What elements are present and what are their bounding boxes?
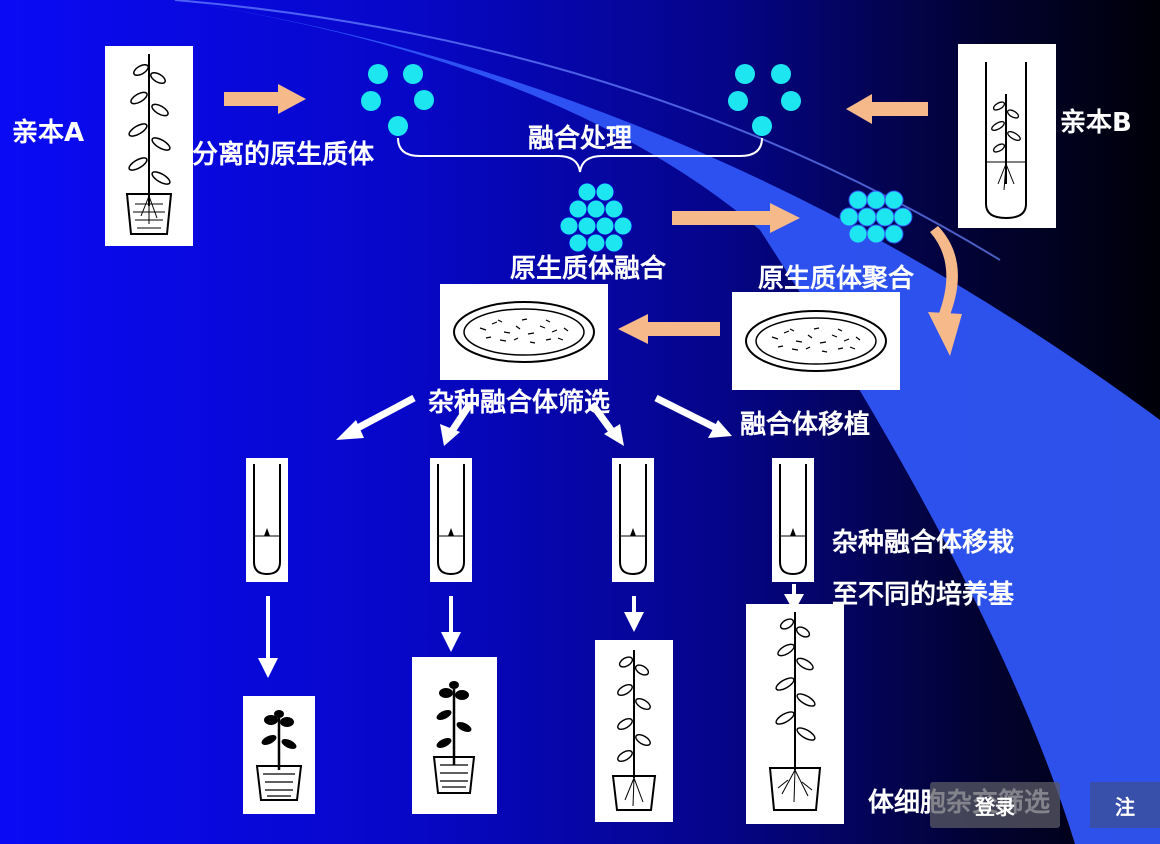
fusion-transplant-label: 融合体移植 — [740, 410, 871, 440]
protoplast-fusion-cluster — [559, 182, 633, 253]
isolated-protoplasts-label: 分离的原生质体 — [192, 140, 375, 170]
protoplast-group-left — [361, 64, 434, 136]
culture-tube-4 — [772, 458, 814, 582]
parent-a-plant-box — [105, 46, 193, 246]
culture-tube-2 — [430, 458, 472, 582]
protoplast-aggregation-label: 原生质体聚合 — [758, 264, 915, 294]
transplant-line1-label: 杂种融合体移栽 — [832, 528, 1015, 558]
growth-arrows — [258, 584, 804, 678]
hybrid-screening-label: 杂种融合体筛选 — [428, 388, 611, 418]
parent-b-label: 亲本B — [1060, 108, 1132, 138]
login-button[interactable]: 登录 — [930, 782, 1060, 828]
plant-icon — [611, 650, 657, 811]
parent-a-label: 亲本A — [12, 118, 85, 148]
culture-tube-1 — [246, 458, 288, 582]
petri-dish-icon — [453, 301, 595, 363]
test-tube-icon — [437, 464, 465, 576]
protoplast-group-right — [728, 64, 801, 136]
arrow-left-icon — [846, 94, 928, 124]
fusion-treatment-label: 融合处理 — [528, 124, 633, 154]
plant-icon — [125, 54, 173, 235]
result-plant-2 — [412, 657, 497, 814]
parent-b-tube-box — [958, 44, 1056, 228]
test-tube-icon — [779, 464, 807, 576]
arrow-right-icon — [672, 203, 800, 233]
result-plant-3 — [595, 640, 673, 822]
plant-icon — [255, 710, 303, 801]
curved-arrow-icon — [928, 226, 962, 356]
petri-dish-icon — [745, 310, 887, 372]
register-button[interactable]: 注 — [1090, 782, 1160, 828]
test-tube-icon — [619, 464, 647, 576]
result-plant-4 — [746, 604, 844, 824]
screening-arrows — [336, 394, 732, 446]
plant-icon — [768, 612, 822, 811]
arrow-right-icon — [224, 84, 306, 114]
petri-dish-left — [440, 284, 608, 380]
transplant-line2-label: 至不同的培养基 — [832, 580, 1015, 610]
brace — [397, 137, 763, 173]
protoplast-fusion-label: 原生质体融合 — [510, 254, 667, 284]
culture-tube-3 — [612, 458, 654, 582]
result-plant-1 — [243, 696, 315, 814]
arrow-left-icon — [618, 314, 720, 344]
protoplast-aggregation-cluster — [839, 190, 913, 244]
test-tube-icon — [253, 464, 281, 576]
petri-dish-right — [732, 292, 900, 390]
plant-icon — [432, 681, 476, 794]
test-tube-icon — [985, 62, 1027, 220]
